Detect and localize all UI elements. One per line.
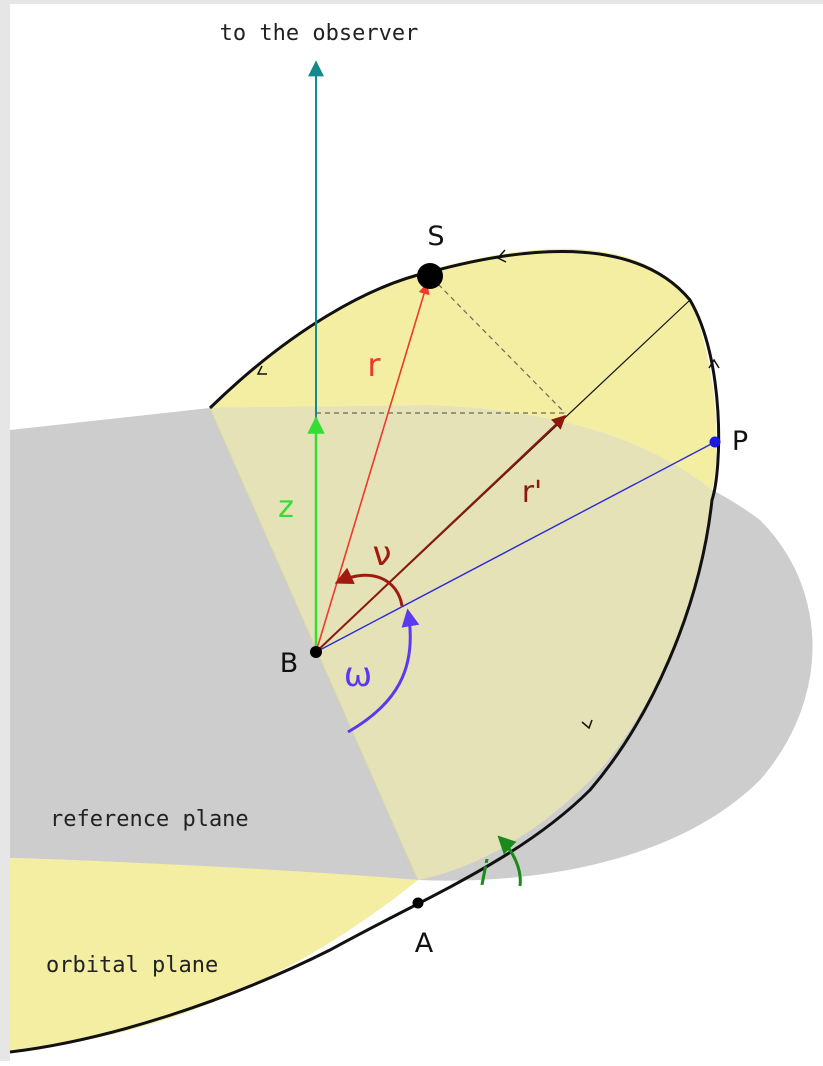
orbital-plane-upper <box>210 248 717 490</box>
reference-plane-label: reference plane <box>50 807 249 832</box>
periastron-line <box>315 441 716 653</box>
s-label: S <box>427 221 444 252</box>
orbit-arrow-right <box>708 358 720 369</box>
omega-label: ω <box>344 655 372 695</box>
r-prime-label: r' <box>522 475 543 510</box>
orbital-plane-label: orbital plane <box>46 953 218 978</box>
nu-label: ν <box>373 534 392 574</box>
nu-arc <box>334 567 404 607</box>
orbital-plane-lower <box>10 858 418 1050</box>
s-projection-dashed <box>431 277 566 414</box>
node-a-point <box>412 897 424 909</box>
r-label: r <box>367 346 381 384</box>
periastron-p-point <box>709 436 721 448</box>
r-vector <box>315 282 430 653</box>
a-label: A <box>415 928 434 959</box>
orbit-arrow-top <box>496 249 507 263</box>
top-margin-strip <box>0 0 823 4</box>
r-prime-vector <box>315 415 567 653</box>
inclination-arc <box>497 835 522 887</box>
orbital-plane-overlap <box>210 405 712 880</box>
barycenter-b-point <box>310 646 322 658</box>
z-label: z <box>278 490 294 525</box>
orbit-arrow-left <box>256 365 267 375</box>
p-label: P <box>732 426 748 457</box>
observer-label: to the observer <box>220 21 419 46</box>
star-s-point <box>417 263 443 289</box>
line-of-nodes <box>209 407 419 881</box>
inclination-label: i <box>479 854 489 894</box>
omega-arc <box>347 608 420 734</box>
left-margin-strip <box>0 0 10 1061</box>
b-label: B <box>280 648 299 679</box>
orbit-arrow-lower <box>581 719 593 730</box>
